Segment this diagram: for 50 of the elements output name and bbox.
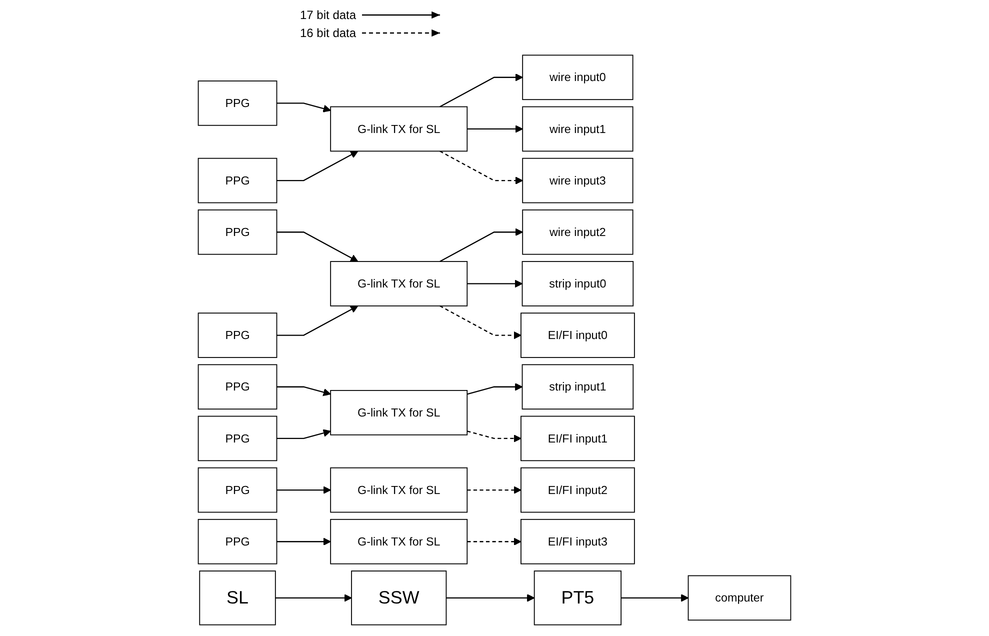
arrow (467, 538, 522, 546)
arrow (467, 430, 522, 442)
node-box: G-link TX for SL (330, 518, 468, 564)
legend-text: 17 bit data (300, 8, 356, 22)
node-box: EI/FI input3 (520, 518, 635, 564)
node-box: G-link TX for SL (330, 467, 468, 513)
arrow (276, 429, 331, 440)
arrow (276, 538, 331, 546)
arrow (621, 594, 689, 602)
node-box: PPG (198, 467, 278, 513)
node-box: PPG (198, 518, 278, 564)
node-box: SSW (351, 570, 447, 626)
arrow (467, 280, 523, 288)
arrow (275, 594, 352, 602)
node-box: PPG (198, 80, 278, 126)
arrow (467, 125, 523, 133)
arrow (276, 306, 358, 336)
node-box: PPG (198, 158, 278, 204)
node-box: wire input0 (522, 54, 634, 100)
node-box: G-link TX for SL (330, 106, 468, 152)
arrow (440, 305, 522, 340)
node-box: PPG (198, 209, 278, 255)
arrow (276, 150, 358, 182)
arrow (440, 150, 523, 184)
arrow (440, 228, 523, 262)
node-box: PPG (198, 364, 278, 410)
node-box: wire input2 (522, 209, 634, 255)
arrow (276, 232, 358, 262)
node-box: G-link TX for SL (330, 261, 468, 306)
node-box: G-link TX for SL (330, 390, 468, 436)
node-box: EI/FI input1 (520, 416, 635, 462)
node-box: wire input1 (522, 106, 634, 152)
node-box: EI/FI input2 (520, 467, 635, 513)
legend-text: 16 bit data (300, 26, 356, 40)
arrow (467, 382, 523, 395)
node-box: computer (688, 575, 792, 621)
arrow (446, 594, 535, 602)
node-box: strip input1 (522, 364, 634, 410)
arrow (276, 486, 331, 494)
arrow (467, 486, 522, 494)
node-box: SL (199, 570, 276, 626)
arrow (440, 73, 523, 108)
arrow (276, 386, 331, 396)
node-box: strip input0 (522, 261, 634, 306)
node-box: PPG (198, 416, 278, 462)
node-box: PT5 (534, 570, 622, 626)
arrow (276, 102, 331, 112)
node-box: PPG (198, 312, 278, 358)
node-box: EI/FI input0 (520, 312, 635, 358)
node-box: wire input3 (522, 158, 634, 204)
